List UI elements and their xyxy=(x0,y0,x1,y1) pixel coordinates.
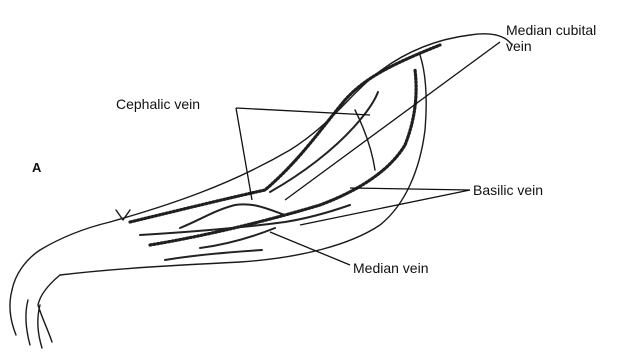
median-vein-path xyxy=(140,205,350,235)
elbow-crease xyxy=(355,110,375,170)
lower-arm-outline xyxy=(60,55,426,275)
forearm-branch-3 xyxy=(165,250,262,260)
cephalic-vein-path xyxy=(130,45,440,222)
leader-cephalic-1 xyxy=(236,108,252,200)
median-cubital-vein-label: Median cubital vein xyxy=(506,22,621,54)
leader-cephalic-2 xyxy=(236,108,370,115)
median-vein-label: Median vein xyxy=(353,260,429,276)
forearm-branch-2 xyxy=(200,228,275,248)
median-cubital-vein-path xyxy=(270,92,378,192)
cephalic-vein-label: Cephalic vein xyxy=(116,96,200,112)
wrist-outline xyxy=(12,222,110,290)
leader-basilic-1 xyxy=(350,188,470,190)
leader-median xyxy=(270,232,350,265)
hand-outline xyxy=(10,275,60,348)
basilic-vein-label: Basilic vein xyxy=(473,182,543,198)
panel-letter: A xyxy=(32,160,41,176)
